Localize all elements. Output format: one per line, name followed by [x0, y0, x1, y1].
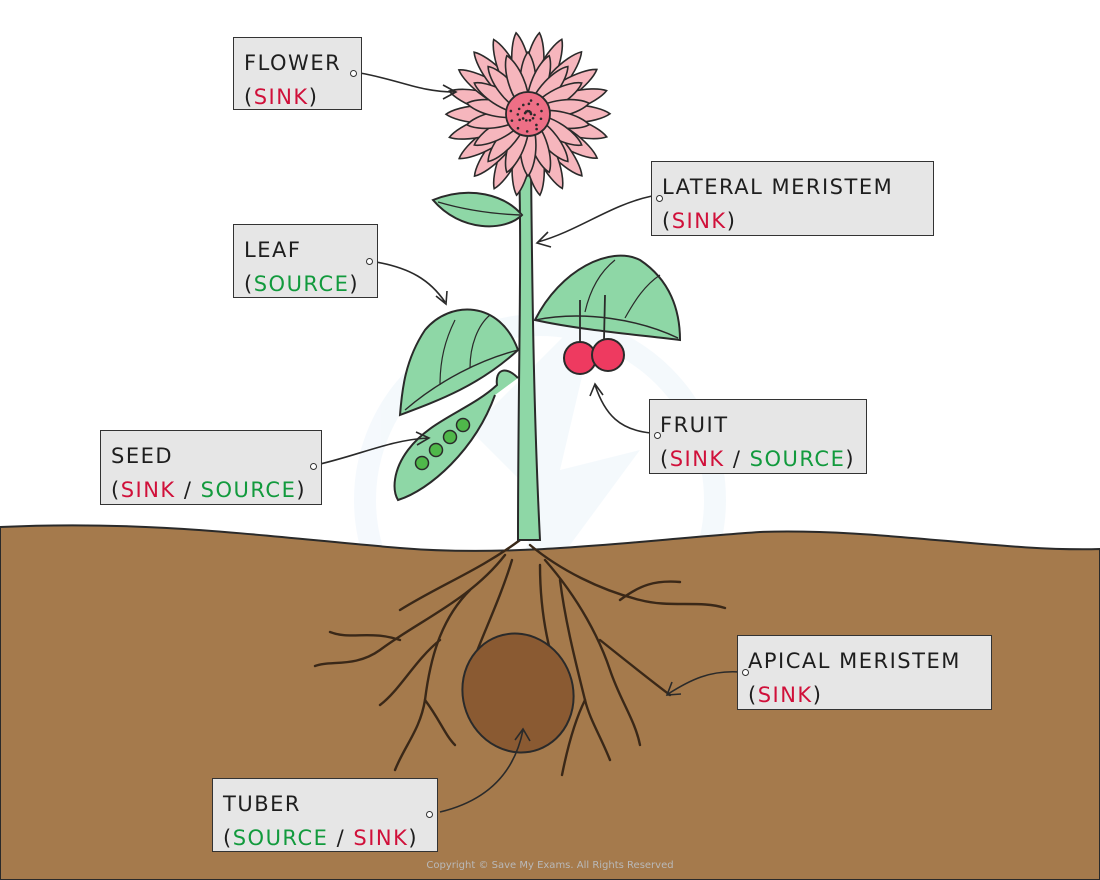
- flower-center-dot: [535, 127, 538, 131]
- role-sink: SINK: [353, 826, 409, 850]
- copyright-notice: Copyright © Save My Exams. All Rights Re…: [426, 860, 674, 871]
- tuber: [461, 632, 575, 754]
- flower-center-dot: [517, 107, 521, 111]
- role-source: SOURCE: [200, 478, 297, 502]
- flower-center-dot: [528, 118, 532, 122]
- arrow-tuber: [439, 727, 531, 813]
- flower-center: [505, 91, 551, 137]
- label-name: LEAF: [244, 238, 302, 262]
- label-name: TUBER: [223, 792, 301, 816]
- pointer-arrows: [315, 72, 741, 813]
- flower-center-dot: [529, 99, 533, 102]
- left-leaf: [398, 308, 520, 417]
- flower-center-dot: [524, 119, 528, 122]
- flower-center-dot: [516, 113, 520, 116]
- label-leaf: LEAF (SOURCE): [233, 224, 378, 298]
- stem: [516, 164, 542, 541]
- role-source: SOURCE: [253, 272, 350, 296]
- tag-hole: [350, 70, 357, 77]
- flower-center-dot: [527, 102, 531, 106]
- flower-center-dot: [531, 116, 535, 120]
- tag-hole: [426, 811, 433, 818]
- flower-center-dot: [539, 117, 543, 121]
- flower-center-dot: [510, 119, 514, 122]
- label-fruit: FRUIT (SINK / SOURCE): [649, 399, 867, 474]
- label-name: LATERAL MERISTEM: [662, 175, 894, 199]
- tag-hole: [654, 432, 661, 439]
- flower-center-dot: [536, 102, 540, 106]
- arrow-fruit: [589, 382, 652, 434]
- flower-center-dot: [521, 117, 525, 120]
- flower-center-dot: [533, 113, 536, 117]
- label-seed: SEED (SINK / SOURCE): [100, 430, 322, 505]
- arrow-apical-meristem: [665, 670, 741, 696]
- tag-hole: [656, 195, 663, 202]
- role-sink: SINK: [253, 85, 309, 109]
- label-lateral-meristem: LATERAL MERISTEM (SINK): [651, 161, 934, 236]
- label-apical-meristem: APICAL MERISTEM (SINK): [737, 635, 992, 710]
- right-leaf: [533, 254, 682, 342]
- role-sink: SINK: [669, 447, 725, 471]
- role-sink: SINK: [757, 683, 813, 707]
- label-flower: FLOWER (SINK): [233, 37, 362, 110]
- fruit-cherries: [563, 294, 625, 375]
- flower-center-dot: [535, 123, 538, 127]
- arrow-leaf: [375, 261, 448, 306]
- tag-hole: [310, 463, 317, 470]
- role-sink: SINK: [671, 209, 727, 233]
- tag-hole: [366, 258, 373, 265]
- label-name: APICAL MERISTEM: [748, 649, 961, 673]
- role-source: SOURCE: [232, 826, 329, 850]
- seed-pod: [393, 369, 519, 502]
- flower-center-dot: [516, 126, 520, 130]
- tag-hole: [742, 669, 749, 676]
- label-name: FRUIT: [660, 413, 729, 437]
- flower-center-dot: [518, 118, 521, 122]
- arrow-seed: [315, 431, 431, 466]
- flower-center-dot: [522, 103, 525, 107]
- arrow-flower: [359, 72, 458, 100]
- role-sink: SINK: [120, 478, 176, 502]
- label-name: SEED: [111, 444, 174, 468]
- flower-center-dot: [509, 109, 513, 113]
- flower: [444, 31, 612, 197]
- role-source: SOURCE: [749, 447, 846, 471]
- label-tuber: TUBER (SOURCE / SINK): [212, 778, 438, 852]
- arrow-lateral-meristem: [535, 195, 653, 248]
- label-name: FLOWER: [244, 51, 342, 75]
- small-leaf: [431, 191, 524, 228]
- flower-center-dot: [540, 109, 543, 113]
- flower-center-dot: [525, 130, 529, 133]
- flower-center-dot: [523, 111, 527, 115]
